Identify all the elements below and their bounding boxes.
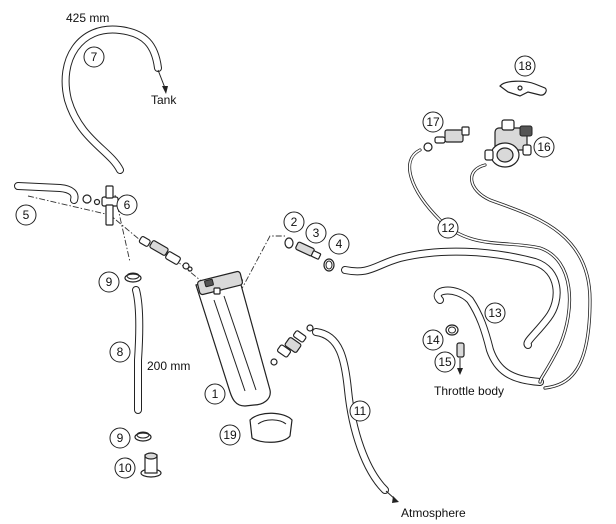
hose-connector-chain xyxy=(138,236,193,272)
svg-text:9: 9 xyxy=(117,431,124,445)
callout-13: 13 xyxy=(484,302,506,324)
svg-text:18: 18 xyxy=(518,59,532,73)
callout-18: 18 xyxy=(514,55,536,77)
callout-15: 15 xyxy=(434,351,456,373)
svg-text:7: 7 xyxy=(91,50,98,64)
clamp-9-lower xyxy=(134,431,152,442)
svg-text:19: 19 xyxy=(223,428,237,442)
label-tank: Tank xyxy=(151,93,177,107)
thin-hose-b xyxy=(470,163,592,390)
fitting-15 xyxy=(456,342,465,375)
svg-text:10: 10 xyxy=(118,461,132,475)
callout-19: 19 xyxy=(219,424,241,446)
callout-10: 10 xyxy=(114,457,136,479)
svg-text:17: 17 xyxy=(426,115,440,129)
label-425mm: 425 mm xyxy=(66,11,109,25)
callout-5: 5 xyxy=(15,204,37,226)
hose-5 xyxy=(14,182,79,204)
hose-11 xyxy=(312,328,389,494)
svg-text:14: 14 xyxy=(426,333,440,347)
washer-2 xyxy=(284,237,294,249)
svg-text:9: 9 xyxy=(106,275,113,289)
t-fitting-6 xyxy=(82,185,119,226)
callout-12: 12 xyxy=(437,217,459,239)
callout-7: 7 xyxy=(83,46,105,68)
connector-17 xyxy=(423,126,470,152)
callout-16: 16 xyxy=(533,136,555,158)
hose-12 xyxy=(341,247,561,349)
svg-text:5: 5 xyxy=(23,208,30,222)
svg-text:3: 3 xyxy=(313,226,320,240)
canister-1 xyxy=(195,270,271,407)
callout-9-upper: 9 xyxy=(98,271,120,293)
svg-text:12: 12 xyxy=(441,221,455,235)
label-atmosphere: Atmosphere xyxy=(401,506,466,520)
bracket-18 xyxy=(499,80,547,97)
callout-4: 4 xyxy=(328,233,350,255)
callout-2: 2 xyxy=(283,211,305,233)
valve-3 xyxy=(295,241,322,260)
callout-14: 14 xyxy=(422,329,444,351)
callout-9-lower: 9 xyxy=(109,427,131,449)
svg-text:6: 6 xyxy=(124,198,131,212)
hose-11-fittings xyxy=(270,324,314,366)
svg-text:15: 15 xyxy=(438,355,452,369)
tank-arrow xyxy=(157,69,168,94)
svg-text:11: 11 xyxy=(354,404,367,418)
clamp-4 xyxy=(323,258,335,272)
label-throttle-body: Throttle body xyxy=(434,384,504,398)
hose-8 xyxy=(132,286,144,414)
svg-text:2: 2 xyxy=(291,215,298,229)
hose-7 xyxy=(61,25,162,174)
cap-10 xyxy=(140,452,162,478)
callout-6: 6 xyxy=(116,194,138,216)
thin-hose-a xyxy=(408,148,572,384)
label-200mm: 200 mm xyxy=(147,359,190,373)
callout-3: 3 xyxy=(305,222,327,244)
callout-1: 1 xyxy=(204,383,226,405)
purge-valve-16 xyxy=(484,119,533,168)
svg-text:8: 8 xyxy=(117,345,124,359)
atmosphere-arrow xyxy=(385,490,399,503)
svg-text:13: 13 xyxy=(488,306,502,320)
clamp-14 xyxy=(445,324,459,336)
callout-11: 11 xyxy=(349,400,371,422)
svg-text:16: 16 xyxy=(537,140,551,154)
svg-text:4: 4 xyxy=(336,237,343,251)
clamp-9-upper xyxy=(124,272,142,283)
hose-13 xyxy=(433,286,544,386)
cover-19 xyxy=(249,412,293,443)
callout-17: 17 xyxy=(422,111,444,133)
callout-8: 8 xyxy=(109,341,131,363)
svg-text:1: 1 xyxy=(212,387,219,401)
